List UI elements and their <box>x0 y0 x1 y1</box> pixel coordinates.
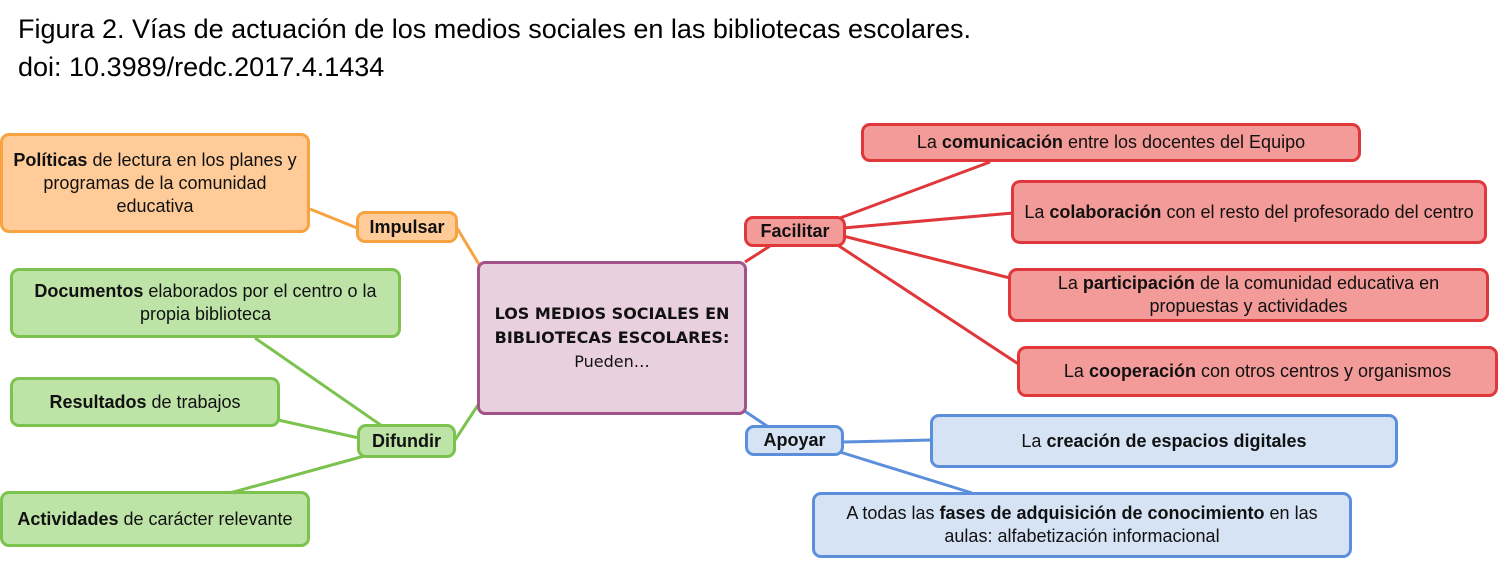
node-resultados-text: Resultados de trabajos <box>49 391 241 412</box>
verb-difundir: Difundir <box>357 424 456 458</box>
link-apoyar-espacios <box>842 438 933 444</box>
link-difundir-actividades <box>229 453 369 495</box>
link-center-facilitar <box>744 244 771 264</box>
verb-facilitar: Facilitar <box>744 216 846 247</box>
node-cooperacion-text: La cooperación con otros centros y organ… <box>1063 361 1452 381</box>
link-center-impulsar <box>455 227 482 267</box>
link-difundir-resultados <box>277 418 360 440</box>
link-facilitar-comunicacion <box>839 160 991 220</box>
link-facilitar-cooperacion <box>835 242 1021 367</box>
verb-impulsar: Impulsar <box>356 211 458 243</box>
figure-caption: Figura 2. Vías de actuación de los medio… <box>18 10 971 86</box>
node-actividades: Actividades de carácter relevante <box>0 491 310 547</box>
link-center-difundir <box>453 404 480 441</box>
node-participacion-text: La participación de la comunidad educati… <box>1057 273 1440 316</box>
node-espacios-digitales: La creación de espacios digitales <box>930 414 1398 468</box>
node-cooperacion: La cooperación con otros centros y organ… <box>1017 346 1498 397</box>
central-subtitle: Pueden… <box>574 352 650 371</box>
node-politicas: Políticas de lectura en los planes y pro… <box>0 133 310 233</box>
node-documentos: Documentos elaborados por el centro o la… <box>10 268 401 338</box>
central-title-line2: BIBLIOTECAS ESCOLARES: <box>494 328 730 347</box>
caption-doi: doi: 10.3989/redc.2017.4.1434 <box>18 52 385 82</box>
central-node: LOS MEDIOS SOCIALES EN BIBLIOTECAS ESCOL… <box>477 261 747 415</box>
node-colaboracion-text: La colaboración con el resto del profeso… <box>1024 201 1474 222</box>
central-title-line1: LOS MEDIOS SOCIALES EN <box>494 304 730 323</box>
link-difundir-documentos <box>254 336 386 430</box>
verb-apoyar: Apoyar <box>745 425 844 456</box>
caption-title: Figura 2. Vías de actuación de los medio… <box>18 14 972 44</box>
node-actividades-text: Actividades de carácter relevante <box>17 508 293 529</box>
node-espacios-digitales-text: La creación de espacios digitales <box>1021 430 1307 451</box>
link-impulsar-politicas <box>309 207 358 230</box>
node-participacion: La participación de la comunidad educati… <box>1008 268 1489 322</box>
node-comunicacion-text: La comunicación entre los docentes del E… <box>916 132 1306 152</box>
node-resultados: Resultados de trabajos <box>10 377 280 427</box>
node-comunicacion: La comunicación entre los docentes del E… <box>861 123 1361 162</box>
link-apoyar-fases <box>839 450 973 495</box>
node-fases-conocimiento-text: A todas las fases de adquisición de cono… <box>846 503 1318 546</box>
node-documentos-text: Documentos elaborados por el centro o la… <box>34 281 377 324</box>
node-colaboracion: La colaboración con el resto del profeso… <box>1011 180 1487 244</box>
link-facilitar-colaboracion <box>842 211 1014 230</box>
node-politicas-text: Políticas de lectura en los planes y pro… <box>13 149 297 216</box>
link-facilitar-participacion <box>842 234 1011 280</box>
node-fases-conocimiento: A todas las fases de adquisición de cono… <box>812 492 1352 558</box>
